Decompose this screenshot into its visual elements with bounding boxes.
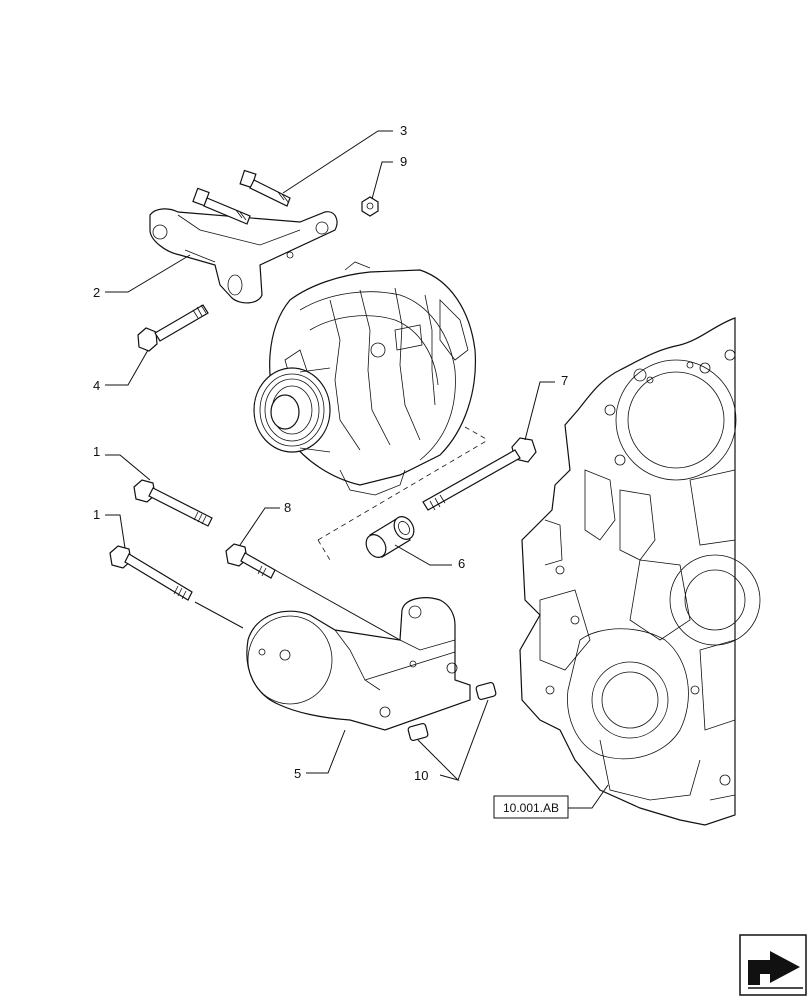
engine-block [519,317,761,826]
bolt-7 [422,437,537,511]
arrow-navigation-icon[interactable] [739,934,807,996]
sleeve-6 [365,516,415,558]
leader-lines [105,130,609,809]
callout-2: 2 [93,285,100,300]
callout-9: 9 [400,154,407,169]
hidden-line [317,439,489,541]
bolt-1a [133,479,213,527]
callout-1b: 1 [93,507,100,522]
callout-7: 7 [561,373,568,388]
bolt-3 [239,169,291,207]
alternator [253,261,477,496]
assembly-line [194,601,244,629]
callout-5: 5 [294,766,301,781]
bolt-4 [137,304,209,352]
callout-4: 4 [93,378,100,393]
upper-bracket [149,208,338,304]
lower-bracket [246,597,471,731]
dowel-10b [475,681,497,701]
callout-3: 3 [400,123,407,138]
hidden-line [464,426,489,441]
assembly-line [274,569,401,641]
bolt-1b [109,545,193,601]
bolt-8 [225,543,276,579]
hidden-line [317,539,331,561]
reference-label[interactable]: 10.001.AB [503,801,559,815]
callout-1a: 1 [93,444,100,459]
callout-6: 6 [458,556,465,571]
dowel-10a [407,722,429,742]
callout-8: 8 [284,500,291,515]
callout-10: 10 [414,768,428,783]
bolt-upper-2 [192,187,251,225]
reference-link[interactable]: 10.001.AB [493,795,569,819]
nut-9 [361,196,379,217]
